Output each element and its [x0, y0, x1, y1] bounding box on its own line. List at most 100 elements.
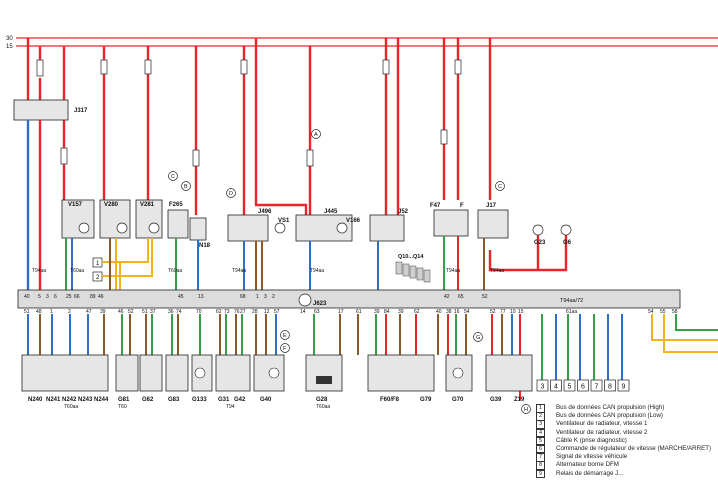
v166-motor-icon [336, 222, 348, 234]
legend-key: 4 [536, 428, 545, 438]
lower-pin-label: 46 [118, 309, 124, 315]
j496-label: J496 [258, 209, 272, 215]
g28-label: G28 [316, 397, 328, 403]
legend-key: 3 [536, 420, 545, 429]
f60-f8-box [367, 354, 435, 392]
fuse-2 [60, 147, 68, 165]
f265-box [167, 209, 189, 239]
v157-motor-icon [78, 222, 90, 234]
g42-label: G42 [234, 397, 246, 403]
g28-box [305, 354, 343, 392]
upper-pin-label: 40 [24, 294, 30, 300]
legend-key: 9 [536, 469, 545, 478]
upper-pin-label: 3 [46, 294, 49, 300]
lower-pin-label: 16 [454, 309, 460, 315]
j496-group: J496 VS1 [227, 209, 290, 242]
lower-pin-label: 48 [36, 309, 42, 315]
g40-k-icon [268, 367, 280, 379]
g83-box [165, 354, 189, 392]
g70-k-icon [452, 367, 464, 379]
bottom-sensors [21, 354, 533, 392]
g6-icon [560, 224, 572, 236]
legend-text: Alternateur borne DFM [556, 461, 619, 469]
lower-pin-label: 61 [356, 309, 362, 315]
lower-pin-label: 47 [86, 309, 92, 315]
j445-group: J445 V166 [295, 209, 361, 242]
legend-key: 8 [536, 461, 545, 470]
pin-box [536, 379, 549, 392]
g39-z19-box [485, 354, 533, 392]
lower-pin-label: 77 [500, 309, 506, 315]
upper-pin-label: 5 [38, 294, 41, 300]
upper-pin-label: 2 [272, 294, 275, 300]
lower-pin-label: 17 [338, 309, 344, 315]
lower-pin-label: 57 [274, 309, 280, 315]
pin-box-label: 6 [581, 384, 585, 391]
can-boxes: 1 2 [92, 257, 103, 282]
v281-label: V281 [140, 202, 155, 208]
fan-modules: V157 V280 V281 F265 N18 [61, 199, 211, 249]
g23-label: G23 [534, 240, 546, 246]
g62-label: G62 [142, 397, 154, 403]
pin-box-label: 8 [608, 384, 612, 391]
lower-pin-label: 62 [414, 309, 420, 315]
upper-pin-label: 6 [54, 294, 57, 300]
legend-key: 6 [536, 444, 545, 454]
box-2-label: 2 [96, 275, 100, 281]
connector-t94aa-5: T94aa [490, 268, 504, 274]
lower-pin-label: 1 [50, 309, 53, 315]
g133-k-icon [194, 367, 206, 379]
lower-pin-label: 27 [240, 309, 246, 315]
f47-group: F47 F [430, 203, 469, 237]
lower-pin-label: 15 [518, 309, 524, 315]
module-wires [65, 238, 199, 290]
g31-g42-box [215, 354, 251, 392]
f-label: F [460, 203, 464, 209]
bottom-sensor-details [194, 367, 464, 384]
fuse-3 [100, 59, 108, 75]
g23-icon [532, 224, 544, 236]
legend-key: 1 [536, 404, 545, 413]
z19-label: Z19 [514, 397, 525, 403]
lower-pin-label: 38 [446, 309, 452, 315]
n243-label: N243 [78, 397, 93, 403]
lower-pin-label: 51 [142, 309, 148, 315]
glow-plugs: Q10...Q14 [395, 254, 431, 283]
g133-label: G133 [192, 397, 207, 403]
node-g [473, 332, 483, 342]
pin-box-label: 4 [554, 384, 558, 391]
n241-label: N241 [46, 397, 61, 403]
v166-label: V166 [346, 218, 361, 224]
fuse-8 [382, 59, 390, 75]
j17-group: J17 G23 G6 [477, 203, 572, 246]
node-h-label: H [524, 407, 528, 413]
lower-pin-label: 63 [314, 309, 320, 315]
g40-label: G40 [260, 397, 272, 403]
pin-box [550, 379, 562, 392]
fuse-1 [36, 59, 44, 77]
g39-label: G39 [490, 397, 502, 403]
lower-pin-label: 14 [300, 309, 306, 315]
node-a-label: A [314, 132, 318, 138]
lower-pin-label: 73 [224, 309, 230, 315]
j623-bar-rect [17, 289, 681, 309]
g83-label: G83 [168, 397, 180, 403]
legend-text: Ventilateur de radiateur, vitesse 2 [556, 428, 648, 436]
pin-box-label: 3 [541, 384, 545, 391]
legend-text: Signal de vitesse véhicule [556, 453, 628, 461]
legend-text: Bus de données CAN propulsion (Low) [556, 412, 663, 420]
pin-box [577, 379, 589, 392]
connector-t94aa-4: T94aa [446, 268, 460, 274]
pin-box-label: 9 [622, 384, 626, 391]
n242-label: N242 [62, 397, 77, 403]
node-d-label: D [229, 191, 233, 197]
v281-motor-icon [148, 222, 160, 234]
legend-key: 5 [536, 436, 545, 446]
